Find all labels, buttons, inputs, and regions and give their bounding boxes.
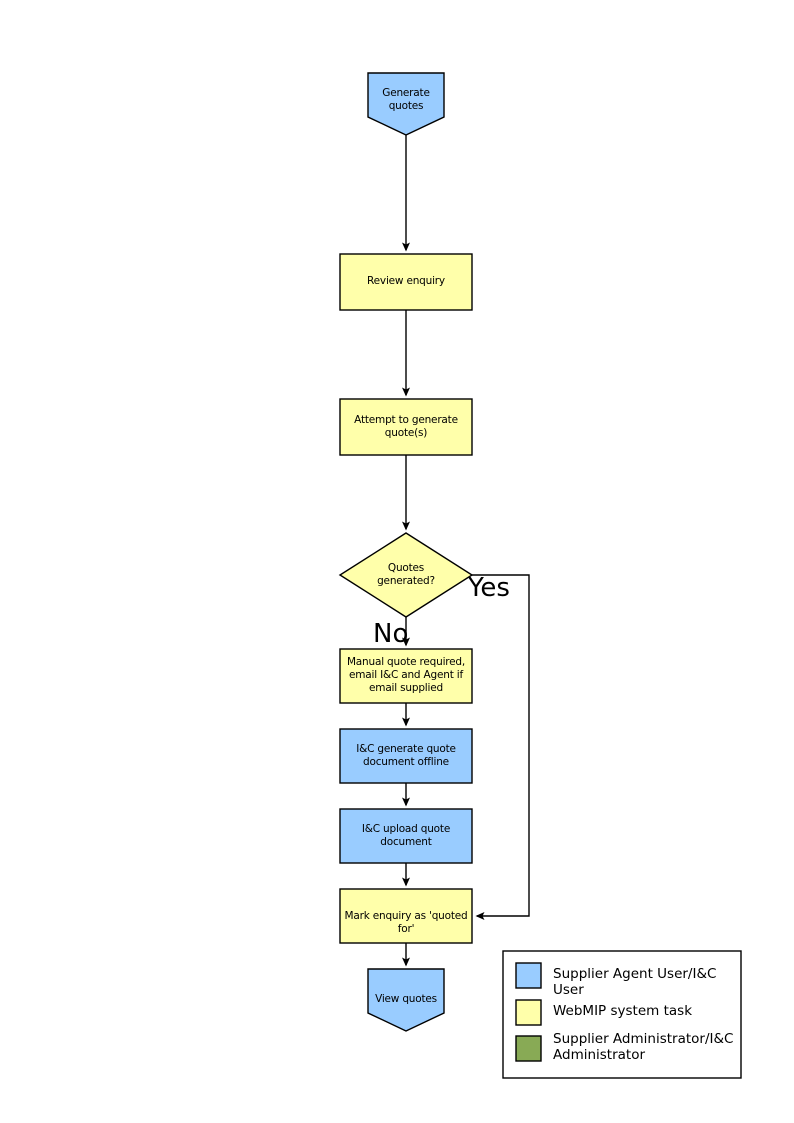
rect-shape — [339, 728, 473, 784]
rect-shape — [339, 253, 473, 311]
rect-shape — [339, 888, 473, 944]
node-mark-enquiry-as-quoted-for[interactable] — [339, 888, 473, 944]
legend-label-supplier-agent-user: Supplier Agent User/I&C User — [553, 966, 717, 998]
legend-label-supplier-administrator: Supplier Administrator/I&C Administrator — [553, 1031, 734, 1063]
legend-label-webmip-system-task: WebMIP system task — [553, 1003, 693, 1019]
node-ic-upload-quote-document[interactable] — [339, 808, 473, 864]
node-quotes-generated-decision[interactable] — [338, 532, 474, 618]
legend-swatch-supplier-administrator — [515, 1035, 542, 1062]
rect-shape — [339, 808, 473, 864]
pentagon-shape — [367, 968, 445, 1032]
node-manual-quote-required[interactable] — [339, 648, 473, 704]
node-ic-generate-quote-document-offline[interactable] — [339, 728, 473, 784]
edge-decision-yes-to-mark — [472, 574, 530, 920]
connectors — [402, 135, 530, 967]
rect-shape — [339, 398, 473, 456]
legend-swatch-supplier-agent-user — [515, 962, 542, 989]
node-review-enquiry[interactable] — [339, 253, 473, 311]
branch-label-yes: Yes — [468, 573, 510, 603]
diamond-shape — [338, 532, 474, 618]
legend-box — [502, 950, 742, 1079]
pentagon-shape — [367, 72, 445, 136]
node-generate-quotes[interactable] — [367, 72, 445, 136]
node-view-quotes[interactable] — [367, 968, 445, 1032]
legend-swatch-webmip-system-task — [515, 999, 542, 1026]
branch-label-no: No — [373, 619, 409, 649]
node-attempt-to-generate-quotes[interactable] — [339, 398, 473, 456]
rect-shape — [339, 648, 473, 704]
